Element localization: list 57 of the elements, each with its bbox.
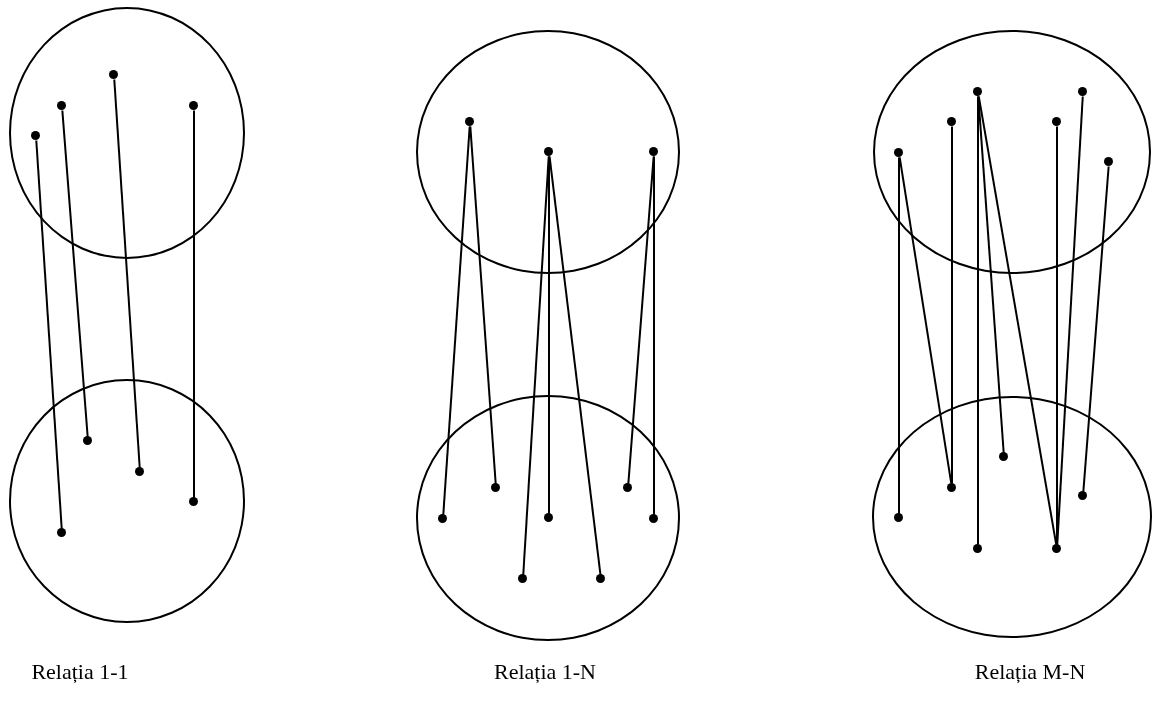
element-dot [596,574,605,583]
element-dot [1052,544,1061,553]
connector-line [469,125,497,485]
set-ellipse [416,395,680,641]
set-ellipse [872,396,1152,638]
element-dot [438,514,447,523]
set-circle [9,7,245,259]
element-dot [894,148,903,157]
relation-caption: Relația 1-N [494,659,596,685]
element-dot [894,513,903,522]
element-dot [465,117,474,126]
element-dot [57,101,66,110]
element-dot [1078,87,1087,96]
element-dot [649,147,658,156]
element-dot [649,514,658,523]
connector-line [548,155,550,515]
element-dot [31,131,40,140]
element-dot [544,513,553,522]
element-dot [973,87,982,96]
element-dot [83,436,92,445]
element-dot [491,483,500,492]
set-ellipse [416,30,680,274]
element-dot [189,497,198,506]
connector-line [442,125,471,516]
set-circle [9,379,245,623]
element-dot [1104,157,1113,166]
relation-caption: Relația 1-1 [31,659,129,685]
connector-line [193,109,195,499]
connector-line [61,109,89,438]
connector-line [977,95,1005,454]
element-dot [518,574,527,583]
connector-line [898,156,900,515]
connector-line [548,155,602,576]
element-dot [135,467,144,476]
element-dot [57,528,66,537]
connector-line [1056,95,1084,546]
element-dot [189,101,198,110]
element-dot [999,452,1008,461]
element-dot [544,147,553,156]
connector-line [977,95,1058,546]
connector-line [627,155,655,485]
connector-line [951,125,953,485]
relation-caption: Relația M-N [974,659,1086,685]
connector-line [113,78,141,469]
element-dot [623,483,632,492]
element-dot [1078,491,1087,500]
connector-line [35,139,63,530]
element-dot [973,544,982,553]
element-dot [109,70,118,79]
element-dot [947,117,956,126]
set-ellipse [873,30,1151,274]
element-dot [1052,117,1061,126]
element-dot [947,483,956,492]
connector-line [1082,165,1110,493]
connector-line [653,155,655,516]
connector-line [898,156,953,485]
connector-line [522,155,550,576]
